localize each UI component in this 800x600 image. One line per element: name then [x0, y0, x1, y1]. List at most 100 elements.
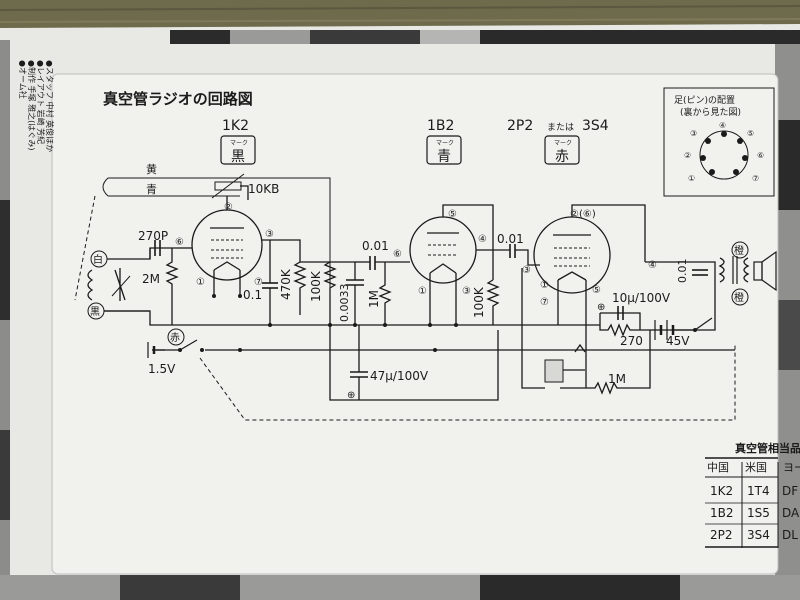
equiv-r2-c3: DA: [782, 506, 800, 520]
side-credits: ●オーム社 ●制作 手塚 雅之(はぐみ) ●レイアウト 岩崎 芳紀 ●スタッフ …: [18, 60, 55, 152]
cap-001-b: 0.01: [497, 232, 540, 266]
cap-47u-plus: ⊕: [347, 390, 355, 401]
b-supply: 10μ/100V ⊕ 270 45V: [597, 291, 713, 348]
wire-white-label: 白: [93, 253, 103, 266]
pin-label-6: ⑥: [757, 151, 764, 160]
pin-label-5: ⑤: [747, 129, 754, 138]
equiv-r3-c1: 2P2: [710, 528, 733, 542]
tube-mark-label-2: マーク: [436, 140, 454, 147]
res-100k-a-label: 100K: [309, 270, 323, 302]
output-stage: 0.01 橙 橙: [640, 241, 777, 331]
t2-pin-4: ④: [478, 234, 487, 245]
cap-001-a-label: 0.01: [362, 239, 389, 253]
tube-2: ⑤ ⑥ ④ ① ③: [393, 204, 510, 325]
a-supply: 赤 1.5V: [147, 328, 204, 376]
equiv-r1-c1: 1K2: [710, 484, 733, 498]
side-credit-2: ●制作 手塚 雅之(はぐみ): [27, 60, 37, 151]
pin-label-2: ②: [684, 151, 691, 160]
res-2m: 2M: [142, 248, 179, 300]
t1-pin-2: ②: [224, 202, 233, 213]
res-100k-b-label: 100K: [472, 286, 486, 318]
equiv-header-3: ヨー: [783, 461, 800, 474]
equiv-r3-c2: 3S4: [747, 528, 770, 542]
tube-mark-label-3: マーク: [554, 140, 572, 147]
cap-01: 0.1: [243, 240, 278, 325]
wire-yellow-label: 黄: [146, 162, 157, 176]
antenna-coil: 白 黒: [87, 247, 178, 320]
vr-10kb: 10KB: [211, 173, 279, 200]
equiv-r1-c3: DF: [782, 484, 798, 498]
cap-001-c-label: 0.01: [676, 259, 689, 284]
equiv-r2-c2: 1S5: [747, 506, 770, 520]
t3-pin-7: ⑦: [540, 297, 549, 308]
tube-3: ②(⑥) ③ ④ ① ⑦ ⑤: [522, 204, 657, 325]
equiv-header-1: 中国: [707, 461, 729, 474]
tube-1: ② ⑥ ③ ① ⑦: [175, 196, 301, 296]
tube-mark-color-2: 青: [437, 149, 451, 165]
tube-header-2: 1B2 マーク 青: [426, 118, 462, 165]
t3-pin-1: ①: [540, 280, 549, 291]
tube-mark-color-3: 赤: [555, 149, 569, 165]
tube-name-2: 1B2: [427, 118, 454, 134]
pin-diagram-subtitle: (裏から見た図): [680, 106, 741, 118]
wire-blue-label: 青: [146, 183, 157, 196]
pin-label-1: ①: [688, 174, 695, 183]
pin-diagram-title: 足(ピン)の配置: [674, 95, 735, 106]
res-100k-b: 100K: [472, 279, 500, 325]
cap-01-label: 0.1: [243, 288, 262, 302]
t2-pin-1: ①: [418, 286, 427, 297]
side-credit-4: ●スタッフ 中村 英俊ほか: [45, 60, 55, 152]
res-1m-b-label: 1M: [608, 372, 626, 386]
cap-001-a: 0.01: [355, 239, 410, 270]
pin-holes: [700, 131, 748, 175]
t3-pin-4: ④: [648, 260, 657, 271]
t3-pin-3: ③: [522, 265, 531, 276]
tube-name-3: 2P2: [507, 118, 533, 134]
tube-name-3-alt: 3S4: [582, 118, 609, 134]
t1-pin-6: ⑥: [175, 237, 184, 248]
t3-pin-5: ⑤: [592, 285, 601, 296]
equiv-table: 真空管相当品 中国 米国 ヨー 1K2 1T4 DF 1B2 1S5 DA 2P…: [705, 441, 800, 548]
tube-header-3: 2P2 または 3S4 マーク 赤: [507, 118, 609, 165]
cap-00033-label: 0.0033: [338, 284, 351, 323]
cap-001-b-label: 0.01: [497, 232, 524, 246]
batt-45v-label: 45V: [666, 334, 690, 348]
pin-label-7: ⑦: [752, 174, 759, 183]
t3-pin-2-6: ②(⑥): [570, 209, 596, 220]
vr-10kb-label: 10KB: [248, 182, 279, 196]
wire-orange-label-2: 橙: [734, 291, 744, 304]
page-title: 真空管ラジオの回路図: [103, 90, 253, 108]
res-1m-a-label: 1M: [367, 290, 381, 308]
equiv-header-2: 米国: [745, 461, 767, 474]
equiv-table-title: 真空管相当品: [735, 441, 800, 455]
side-credit-1: ●オーム社: [18, 60, 28, 99]
equiv-r2-c1: 1B2: [710, 506, 734, 520]
t2-pin-6: ⑥: [393, 249, 402, 260]
paper-sheet: [0, 24, 800, 600]
tube-mark-color-1: 黒: [231, 149, 245, 165]
tube-mark-label-1: マーク: [230, 140, 248, 147]
cap-270p: 270P: [138, 229, 168, 259]
res-470k-label: 470K: [279, 268, 293, 300]
wire-black-label: 黒: [90, 306, 100, 318]
tube-header-1: 1K2 マーク 黒: [220, 118, 256, 165]
tube-name-1: 1K2: [222, 118, 249, 134]
res-1m-a: 1M: [367, 262, 392, 325]
equiv-r3-c3: DL: [782, 528, 798, 542]
wire-red-label: 赤: [170, 332, 180, 344]
cap-10u-plus: ⊕: [597, 302, 605, 313]
cap-47u: 47μ/100V ⊕: [347, 325, 429, 401]
t2-pin-3: ③: [462, 286, 471, 297]
side-credit-3: ●レイアウト 岩崎 芳紀: [36, 60, 46, 144]
res-100k-a: 100K: [309, 261, 337, 330]
wire-orange-label-1: 橙: [734, 244, 744, 257]
res-2m-label: 2M: [142, 272, 160, 286]
batt-15v-label: 1.5V: [148, 362, 176, 376]
t1-pin-1: ①: [196, 277, 205, 288]
pin-label-3: ③: [690, 129, 697, 138]
equiv-r1-c2: 1T4: [747, 484, 770, 498]
tube-name-3-joiner: または: [547, 122, 574, 133]
cap-10u-label: 10μ/100V: [612, 291, 671, 305]
switch-link: [199, 345, 736, 421]
